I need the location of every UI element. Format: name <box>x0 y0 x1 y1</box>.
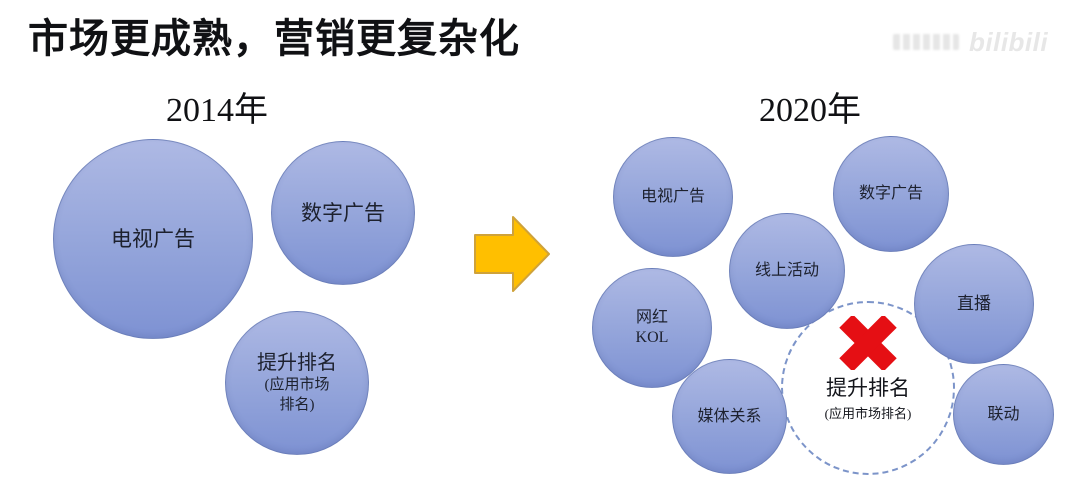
bilibili-watermark: bilibili <box>893 26 1075 58</box>
watermark-username-blur <box>893 34 959 50</box>
bubble-label: 直播 <box>957 294 991 314</box>
bubble-label: 电视广告 <box>111 226 195 251</box>
bubble-label: 媒体关系 <box>697 407 762 425</box>
bubble-tv-ads-2014: 电视广告 <box>53 139 253 339</box>
bubble-label: 联动 <box>987 405 1020 423</box>
bubble-sublabel: 排名) <box>279 396 315 413</box>
bubble-label: 数字广告 <box>858 185 923 202</box>
bilibili-logo: bilibili <box>969 26 1049 57</box>
bubble-label: 电视广告 <box>640 188 705 205</box>
year-heading-2020: 2020年 <box>759 92 861 129</box>
bubble-label: 数字广告 <box>301 200 385 225</box>
bubble-label: 提升排名 <box>826 376 910 400</box>
bubble-online-events-2020: 线上活动 <box>729 213 845 329</box>
bubble-digital-ads-2014: 数字广告 <box>271 141 415 285</box>
bubble-digital-ads-2020: 数字广告 <box>833 136 949 252</box>
bubble-tv-ads-2020: 电视广告 <box>613 137 733 257</box>
bubble-sublabel: (应用市场 <box>264 377 330 393</box>
red-x-icon <box>837 314 899 372</box>
bubble-label: 网红 <box>635 309 668 326</box>
right-arrow-icon <box>474 216 550 292</box>
year-heading-2014: 2014年 <box>166 92 268 129</box>
page-title: 市场更成熟，营销更复杂化 <box>28 16 520 61</box>
bubble-media-relations-2020: 媒体关系 <box>672 359 787 474</box>
bubble-live-streaming-2020: 直播 <box>914 244 1034 364</box>
bubble-label: 提升排名 <box>257 352 337 374</box>
bubble-label: 线上活动 <box>754 262 819 279</box>
bubble-ranking-2014: 提升排名 (应用市场 排名) <box>225 311 369 455</box>
bubble-label: KOL <box>635 329 669 346</box>
bubble-kol-2020: 网红 KOL <box>592 268 712 388</box>
bubble-sublabel: (应用市场排名) <box>824 406 912 421</box>
bubble-linkage-2020: 联动 <box>953 364 1054 465</box>
transition-arrow <box>472 214 552 296</box>
